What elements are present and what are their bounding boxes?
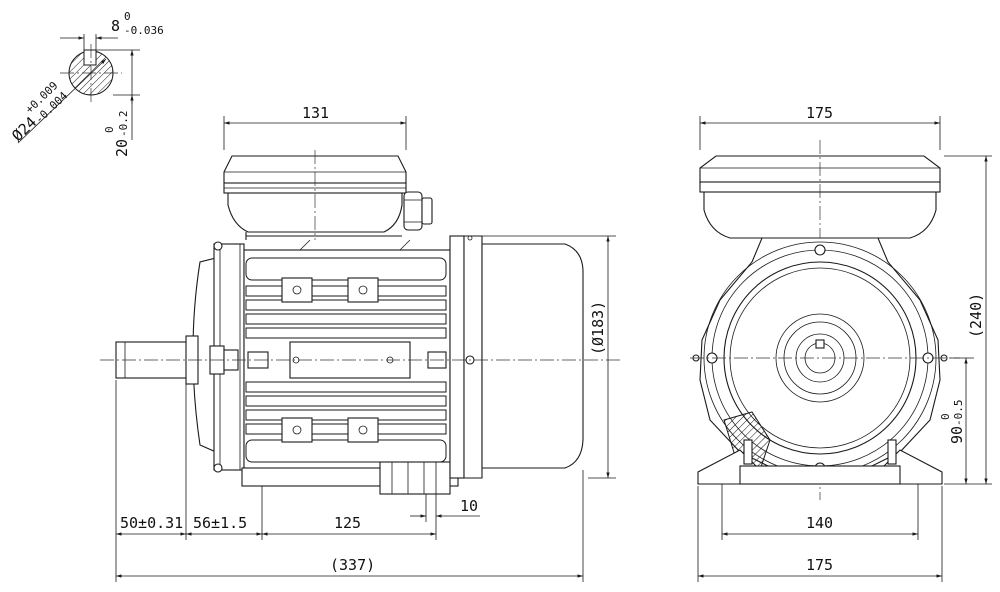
shaft-height-tol-lower: -0.5 <box>952 400 965 427</box>
key-width-tol-upper: 0 <box>124 10 131 23</box>
front-view-dimensions: 175 (240) 90 0 -0.5 140 175 <box>697 104 992 582</box>
cooling-fins <box>245 257 447 463</box>
base-width-label: 175 <box>806 556 833 574</box>
shaft-to-foot-label: 56±1.5 <box>193 514 247 532</box>
terminal-box-length-label: 131 <box>302 104 329 122</box>
foot-hole-spacing-label: 140 <box>806 514 833 532</box>
key-width-tol-lower: -0.036 <box>124 24 164 37</box>
side-view-dimensions: 131 (Ø183) 50±0.31 56±1.5 125 10 (337 <box>115 104 616 582</box>
flange-diameter-label: (Ø183) <box>589 301 607 355</box>
shaft-height-tol-upper: 0 <box>939 413 952 420</box>
motor-front-view <box>690 140 960 500</box>
foot-hole-label: 10 <box>460 497 478 515</box>
shaft-length-label: 50±0.31 <box>120 514 183 532</box>
keyway <box>83 49 97 66</box>
motor-side-view <box>100 150 620 495</box>
overall-height-label: (240) <box>967 293 985 338</box>
key-depth-value: 20 <box>113 139 131 157</box>
terminal-box-width-label: 175 <box>806 104 833 122</box>
shaft-section-detail: 8 0 -0.036 20 0 -0.2 Ø24 +0.009 -0.004 <box>8 10 164 157</box>
overall-length-label: (337) <box>330 556 375 574</box>
key-depth-tol-upper: 0 <box>103 126 116 133</box>
shaft-height-label: 90 <box>948 426 966 444</box>
foot-spacing-label: 125 <box>334 514 361 532</box>
key-width-value: 8 <box>111 17 120 35</box>
key-depth-tol-lower: -0.2 <box>117 111 130 138</box>
